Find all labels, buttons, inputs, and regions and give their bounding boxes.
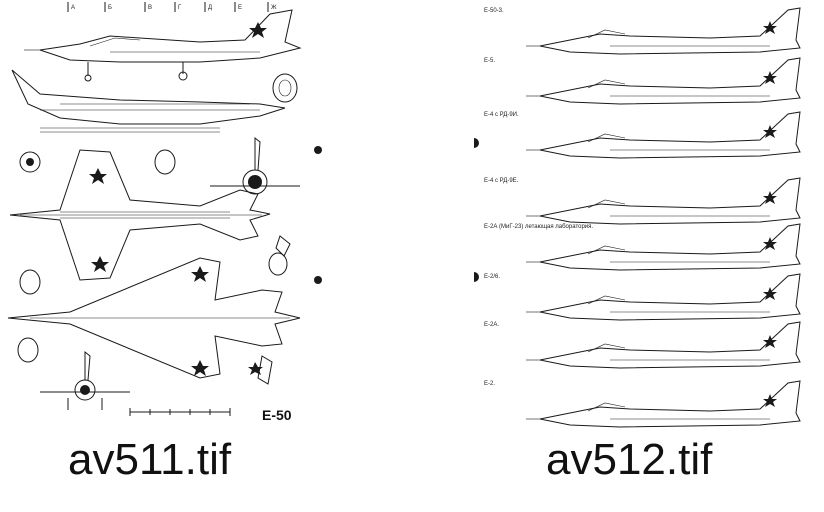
red-star-icon bbox=[763, 237, 777, 250]
variant-fuselage bbox=[539, 111, 801, 159]
right-drawing-sheet: Е-50-3. Е-5. Е-4 с РД-9И. Е-4 с РД-9Е. Е-2А … bbox=[470, 0, 824, 440]
left-sections bbox=[17, 269, 41, 363]
variant-row: Е-5. bbox=[484, 57, 801, 105]
front-view-aircraft bbox=[210, 136, 300, 195]
variant-row: Е-2А (МиГ-23) летающая лаборатория. bbox=[484, 223, 801, 271]
variant-fuselage bbox=[539, 321, 801, 369]
section-a bbox=[19, 151, 41, 173]
variant-canopy bbox=[587, 133, 626, 143]
red-star-icon bbox=[763, 71, 777, 84]
side-view-aircraft bbox=[24, 9, 302, 82]
marker-v: В bbox=[148, 5, 152, 11]
bottom-view-planform bbox=[7, 257, 301, 379]
left-drawing-sheet: А Б В Г Д Е Ж bbox=[0, 0, 315, 430]
variant-fuselage bbox=[539, 177, 801, 225]
marker-e: Е bbox=[238, 5, 242, 11]
variant-label: Е-4 с РД-9И. bbox=[484, 112, 519, 118]
punch-mark-top bbox=[474, 138, 479, 148]
variant-label: Е-2А. bbox=[484, 322, 499, 328]
variant-label: Е-50-3. bbox=[484, 8, 504, 14]
red-star-icon bbox=[763, 394, 777, 407]
marker-zh: Ж bbox=[271, 5, 277, 11]
cross-section-g bbox=[272, 73, 298, 103]
variants-drawing: Е-50-3. Е-5. Е-4 с РД-9И. Е-4 с РД-9Е. Е-2А … bbox=[474, 7, 801, 428]
red-star-icon bbox=[763, 287, 777, 300]
variant-fuselage bbox=[539, 380, 801, 428]
variant-row: Е-4 с РД-9И. bbox=[484, 111, 801, 159]
variant-row: Е-2. bbox=[484, 380, 801, 428]
variants-list: Е-50-3. Е-5. Е-4 с РД-9И. Е-4 с РД-9Е. Е-2А … bbox=[484, 7, 801, 428]
top-view-planform bbox=[9, 149, 271, 281]
marker-d: Д bbox=[208, 5, 212, 11]
small-sections bbox=[248, 235, 291, 385]
marker-g: Г bbox=[178, 5, 182, 11]
section-markers: А Б В Г Д Е Ж bbox=[67, 2, 277, 12]
variant-row: Е-2А. bbox=[484, 321, 801, 369]
variant-canopy bbox=[587, 79, 626, 89]
marker-a: А bbox=[71, 5, 75, 11]
red-star-icon bbox=[763, 125, 777, 138]
e50-designation: E-50 bbox=[262, 407, 292, 423]
variant-canopy bbox=[587, 29, 626, 39]
variant-fuselage bbox=[539, 57, 801, 105]
e50-drawing: А Б В Г Д Е Ж bbox=[7, 2, 302, 423]
red-star-icon bbox=[763, 21, 777, 34]
variant-label: Е-2/6. bbox=[484, 274, 500, 280]
variant-label: Е-4 с РД-9Е. bbox=[484, 178, 519, 184]
variant-fuselage bbox=[539, 7, 801, 55]
variant-canopy bbox=[587, 343, 626, 353]
variant-label: Е-2. bbox=[484, 381, 495, 387]
variant-canopy bbox=[587, 199, 626, 209]
variant-row: Е-50-3. bbox=[484, 7, 801, 55]
variant-row: Е-2/6. bbox=[484, 273, 801, 321]
section-view-aircraft bbox=[11, 69, 286, 133]
filename-right: av512.tif bbox=[546, 435, 713, 484]
section-d bbox=[154, 149, 176, 175]
filename-left: av511.tif bbox=[68, 435, 232, 484]
variant-fuselage bbox=[539, 273, 801, 321]
variant-label: Е-2А (МиГ-23) летающая лаборатория. bbox=[484, 224, 593, 230]
scale-bar bbox=[129, 408, 231, 416]
variant-canopy bbox=[587, 245, 626, 255]
red-star-icon bbox=[763, 335, 777, 348]
variant-label: Е-5. bbox=[484, 58, 495, 64]
rear-view-aircraft bbox=[40, 350, 130, 410]
punch-mark-bottom bbox=[474, 272, 479, 282]
variant-row: Е-4 с РД-9Е. bbox=[484, 177, 801, 225]
variant-canopy bbox=[587, 402, 626, 412]
variant-fuselage bbox=[539, 223, 801, 271]
variant-canopy bbox=[587, 295, 626, 305]
punch-holes-left bbox=[314, 146, 322, 284]
red-star-icon bbox=[763, 191, 777, 204]
marker-b: Б bbox=[108, 5, 112, 11]
